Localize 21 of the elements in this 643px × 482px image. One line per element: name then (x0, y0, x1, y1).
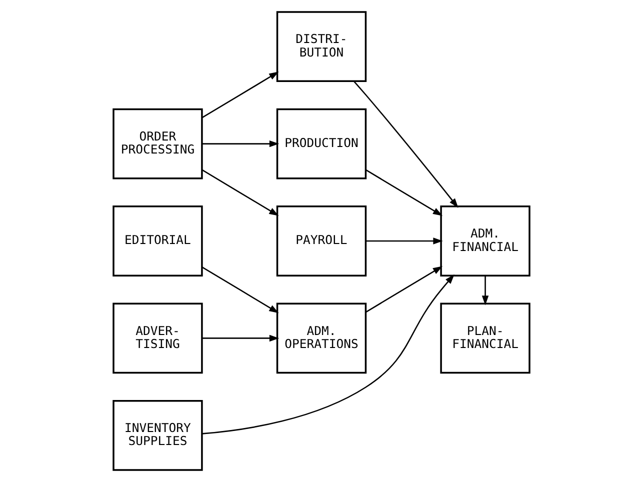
node-box: EDITORIAL (112, 206, 203, 276)
arrow (365, 266, 443, 313)
arrow (365, 169, 443, 216)
arrow (366, 238, 443, 244)
node-box: DISTRI- BUTION (276, 11, 367, 82)
node-box: ORDER PROCESSING (112, 108, 203, 180)
arrow (202, 334, 280, 342)
node-box: ADM. FINANCIAL (440, 206, 530, 276)
arrow (202, 274, 454, 434)
node-box: ADM. OPERATIONS (276, 302, 367, 374)
arrow (202, 140, 280, 148)
arrow (482, 276, 489, 306)
node-box: ADVER- TISING (112, 302, 203, 374)
arrow (354, 80, 458, 208)
node-box: INVENTORY SUPPLIES (112, 400, 203, 471)
node-box: PLAN- FINANCIAL (440, 302, 530, 374)
node-box: PAYROLL (276, 206, 367, 276)
arrow (202, 72, 279, 118)
node-box: PRODUCTION (276, 108, 367, 180)
arrow (202, 169, 279, 216)
arrow (202, 266, 279, 314)
